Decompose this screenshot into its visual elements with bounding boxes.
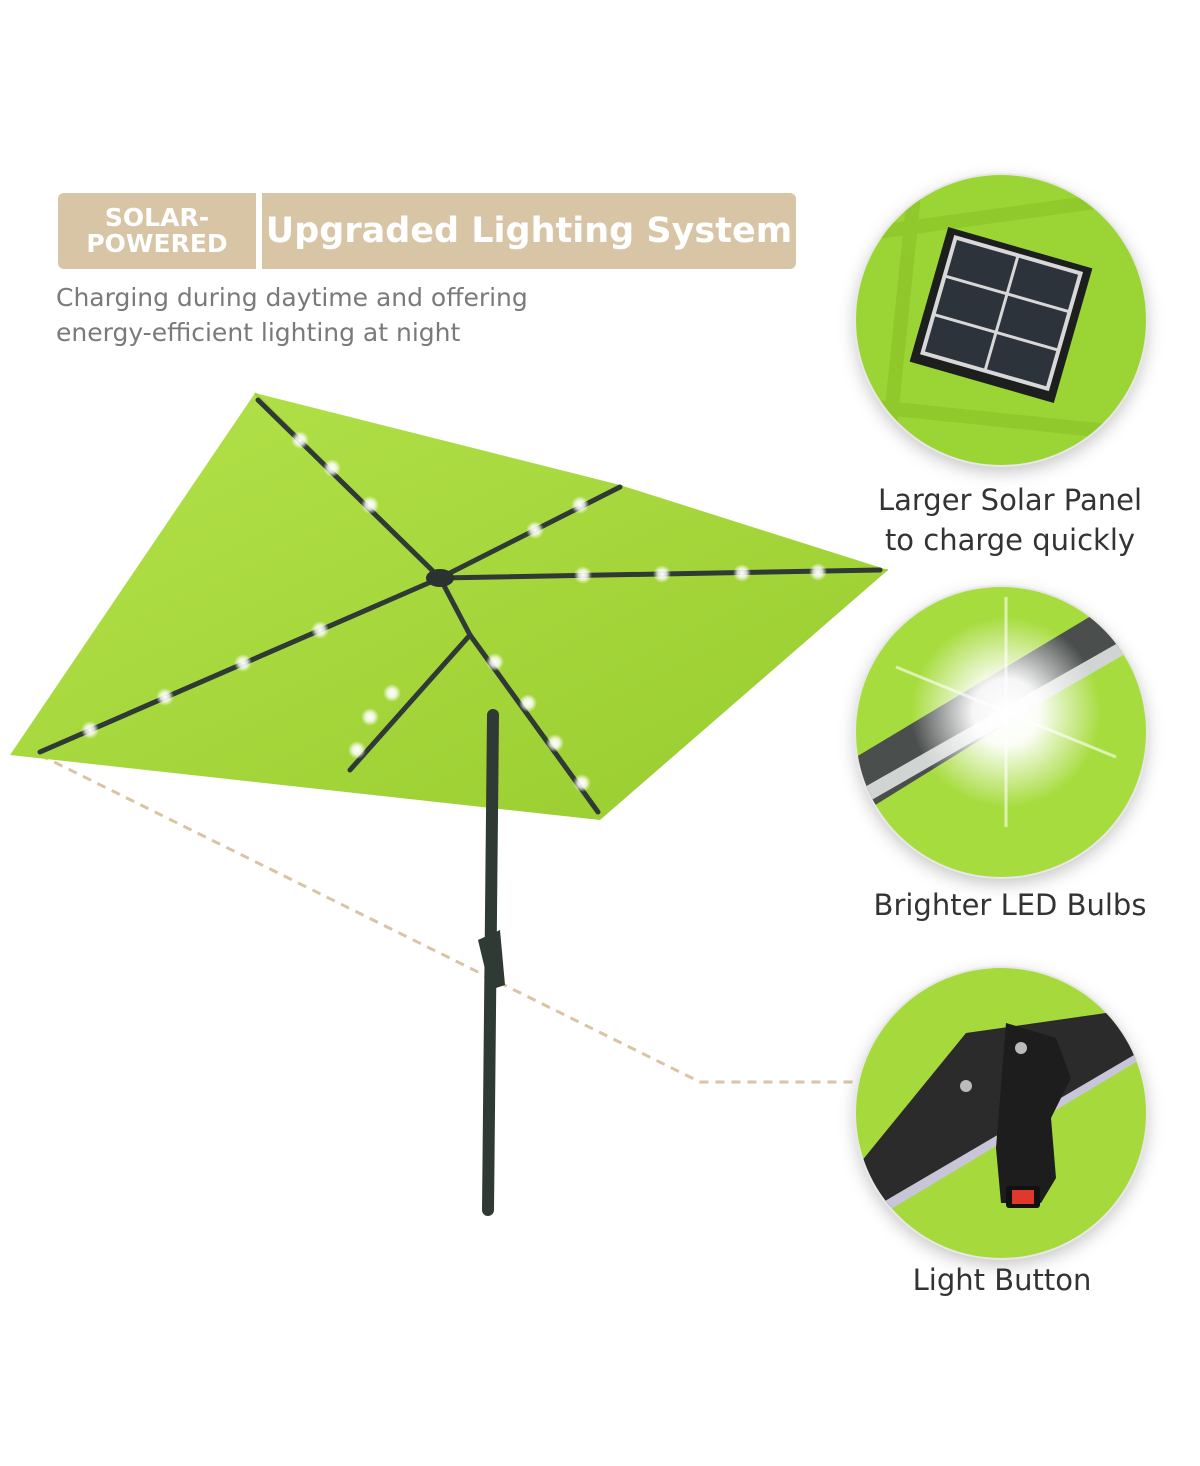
solar-panel-bubble [856, 175, 1146, 465]
banner-title: Upgraded Lighting System [265, 211, 793, 251]
subtitle-line-1: Charging during daytime and offering [56, 283, 528, 312]
subtitle: Charging during daytime and offering ene… [56, 280, 676, 350]
light-button-caption: Light Button [842, 1260, 1162, 1300]
led-bulb-bubble [856, 587, 1146, 877]
banner-divider [256, 193, 262, 269]
light-switch-icon [856, 968, 1146, 1258]
light-button-bubble [856, 968, 1146, 1258]
solar-panel-icon [856, 175, 1146, 465]
badge-line-1: SOLAR- [104, 203, 210, 232]
badge-line-2: POWERED [86, 229, 228, 258]
led-bulb-caption-line-1: Brighter LED Bulbs [873, 888, 1147, 922]
led-bulb-icon [856, 587, 1146, 877]
led-bulb-caption: Brighter LED Bulbs [850, 885, 1170, 925]
patio-umbrella-image [10, 392, 889, 1216]
title-banner: SOLAR- POWERED Upgraded Lighting System [58, 193, 796, 269]
solar-panel-caption: Larger Solar Panel to charge quickly [850, 480, 1170, 560]
solar-powered-badge: SOLAR- POWERED [58, 193, 256, 269]
light-button-caption-line-1: Light Button [912, 1263, 1092, 1297]
subtitle-line-2: energy-efficient lighting at night [56, 318, 461, 347]
solar-panel-caption-line-2: to charge quickly [884, 523, 1136, 557]
solar-panel-caption-line-1: Larger Solar Panel [877, 483, 1143, 517]
